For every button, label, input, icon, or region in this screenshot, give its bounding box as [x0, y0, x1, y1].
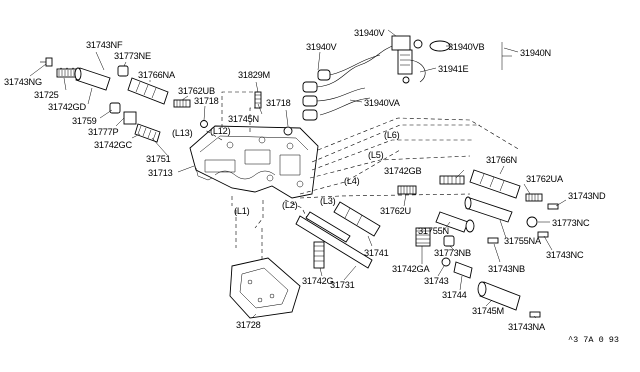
label-31742GD: 31742GD — [48, 102, 86, 112]
label-31941E: 31941E — [438, 64, 469, 74]
label-31759: 31759 — [72, 116, 97, 126]
valve-31741 — [305, 201, 381, 243]
label-31741: 31741 — [364, 248, 389, 258]
label-31725: 31725 — [34, 90, 59, 100]
spring-31742GA — [415, 227, 431, 247]
valve-31742GD — [74, 67, 111, 91]
rod-31731 — [295, 215, 373, 269]
plug-31743 — [441, 257, 451, 267]
label-31773NE: 31773NE — [114, 51, 151, 61]
plug-31773NE — [117, 65, 129, 77]
sleeve-31744 — [453, 261, 473, 279]
label-31743: 31743 — [424, 276, 449, 286]
spring-31742GB — [439, 175, 465, 185]
spring-31742GC — [134, 123, 161, 143]
valve-31745M — [477, 281, 521, 311]
label-leaders — [29, 29, 567, 319]
label-31755N: 31755N — [418, 226, 449, 236]
label-31766NA: 31766NA — [138, 70, 176, 80]
spring-31725 — [56, 67, 78, 78]
leader-L4: (L4) — [344, 176, 360, 186]
label-31777P: 31777P — [88, 127, 119, 137]
spring-31742G — [313, 241, 325, 269]
solenoid-assembly — [302, 35, 451, 121]
label-31742GC: 31742GC — [94, 140, 132, 150]
label-31762U: 31762U — [380, 206, 411, 216]
sleeve-31777P — [123, 111, 137, 125]
label-31728: 31728 — [236, 320, 261, 330]
label-31743NA: 31743NA — [508, 322, 546, 332]
valve-31755N — [435, 211, 475, 233]
pin-31718a — [200, 120, 208, 128]
pin-31743NG — [40, 57, 53, 67]
label-31718a: 31718 — [194, 96, 219, 106]
label-31742GB: 31742GB — [384, 166, 421, 176]
label-31745N: 31745N — [228, 114, 259, 124]
label-31940N: 31940N — [520, 48, 551, 58]
plug-31759 — [109, 102, 121, 114]
label-31743NG: 31743NG — [4, 77, 42, 87]
label-31742GA: 31742GA — [392, 264, 430, 274]
label-31762UB: 31762UB — [178, 86, 215, 96]
leader-L3: (L3) — [320, 196, 336, 206]
label-31829M: 31829M — [238, 70, 270, 80]
label-31766N: 31766N — [486, 155, 517, 165]
label-31751: 31751 — [146, 154, 171, 164]
valve-body-31713 — [189, 125, 319, 199]
label-31742G: 31742G — [302, 276, 334, 286]
leader-L2: (L2) — [282, 200, 298, 210]
label-31743NB: 31743NB — [488, 264, 525, 274]
spring-31762UB — [173, 99, 191, 108]
label-31762UA: 31762UA — [526, 174, 564, 184]
label-31755NA: 31755NA — [504, 236, 542, 246]
label-31773NC: 31773NC — [552, 218, 590, 228]
label-31718b: 31718 — [266, 98, 291, 108]
pin-31743ND — [547, 203, 559, 210]
valve-31755NA — [464, 196, 513, 223]
plug-31773NB — [443, 235, 455, 247]
separator-plate-31728 — [229, 257, 301, 319]
pin-31743NB — [487, 237, 499, 244]
diagram-caption: ^3 7A 0 93 — [568, 335, 619, 345]
valve-31766NA — [127, 77, 169, 105]
leader-L12: (L12) — [210, 126, 231, 136]
label-31940V-a: 31940V — [354, 28, 386, 38]
label-31743NC: 31743NC — [546, 250, 584, 260]
plug-31773NC — [526, 216, 538, 228]
pin-31743NA — [529, 311, 541, 318]
label-31940VA: 31940VA — [364, 98, 401, 108]
label-31743ND: 31743ND — [568, 191, 606, 201]
spring-31829M — [254, 91, 262, 109]
pin-31743NC — [537, 231, 549, 238]
label-31940V-b: 31940V — [306, 42, 338, 52]
leader-L5: (L5) — [368, 150, 384, 160]
spring-31762U — [397, 185, 417, 195]
pin-31718b — [283, 126, 293, 136]
valve-31766N — [469, 169, 521, 199]
spring-31762UA — [525, 193, 543, 202]
label-31744: 31744 — [442, 290, 467, 300]
leader-L13: (L13) — [172, 128, 193, 138]
label-31713: 31713 — [148, 168, 173, 178]
label-31743NF: 31743NF — [86, 40, 123, 50]
label-31731: 31731 — [330, 280, 355, 290]
leader-L6: (L6) — [384, 130, 400, 140]
leader-L1: (L1) — [234, 206, 250, 216]
label-31745M: 31745M — [472, 306, 504, 316]
label-31940VB: 31940VB — [448, 42, 484, 52]
label-31773NB: 31773NB — [434, 248, 471, 258]
